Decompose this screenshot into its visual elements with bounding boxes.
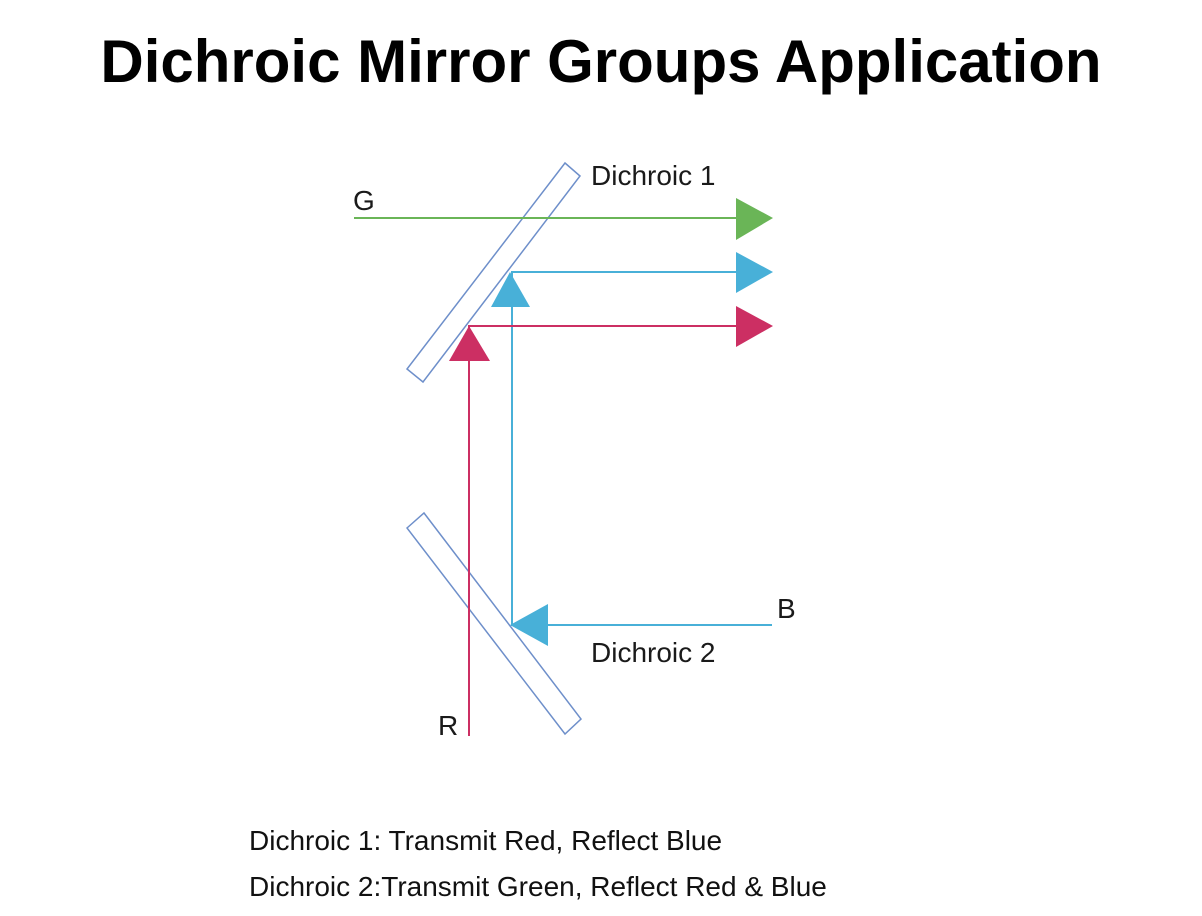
blue-beam-label: B [777,593,796,624]
blue-beam [491,252,773,646]
red-beam-arrowhead-out [736,306,773,347]
red-beam [449,306,773,736]
green-beam [354,198,773,240]
dichroic-2-note: Dichroic 2:Transmit Green, Reflect Red &… [249,871,827,902]
dichroic-1-mirror [405,161,582,384]
dichroic-2-mirror [405,511,583,736]
dichroic-1-note: Dichroic 1: Transmit Red, Reflect Blue [249,825,723,856]
red-beam-arrowhead-up [449,326,490,361]
blue-beam-arrowhead-in [510,604,548,646]
dichroic-1-label: Dichroic 1 [591,160,715,191]
dichroic-2-label: Dichroic 2 [591,637,715,668]
page-title: Dichroic Mirror Groups Application [100,28,1102,95]
green-beam-arrowhead [736,198,773,240]
blue-beam-arrowhead-out [736,252,773,293]
blue-beam-arrowhead-up [491,272,530,307]
dichroic-notes: Dichroic 1: Transmit Red, Reflect Blue D… [249,818,827,910]
red-beam-label: R [438,710,458,741]
green-beam-label: G [353,185,375,216]
